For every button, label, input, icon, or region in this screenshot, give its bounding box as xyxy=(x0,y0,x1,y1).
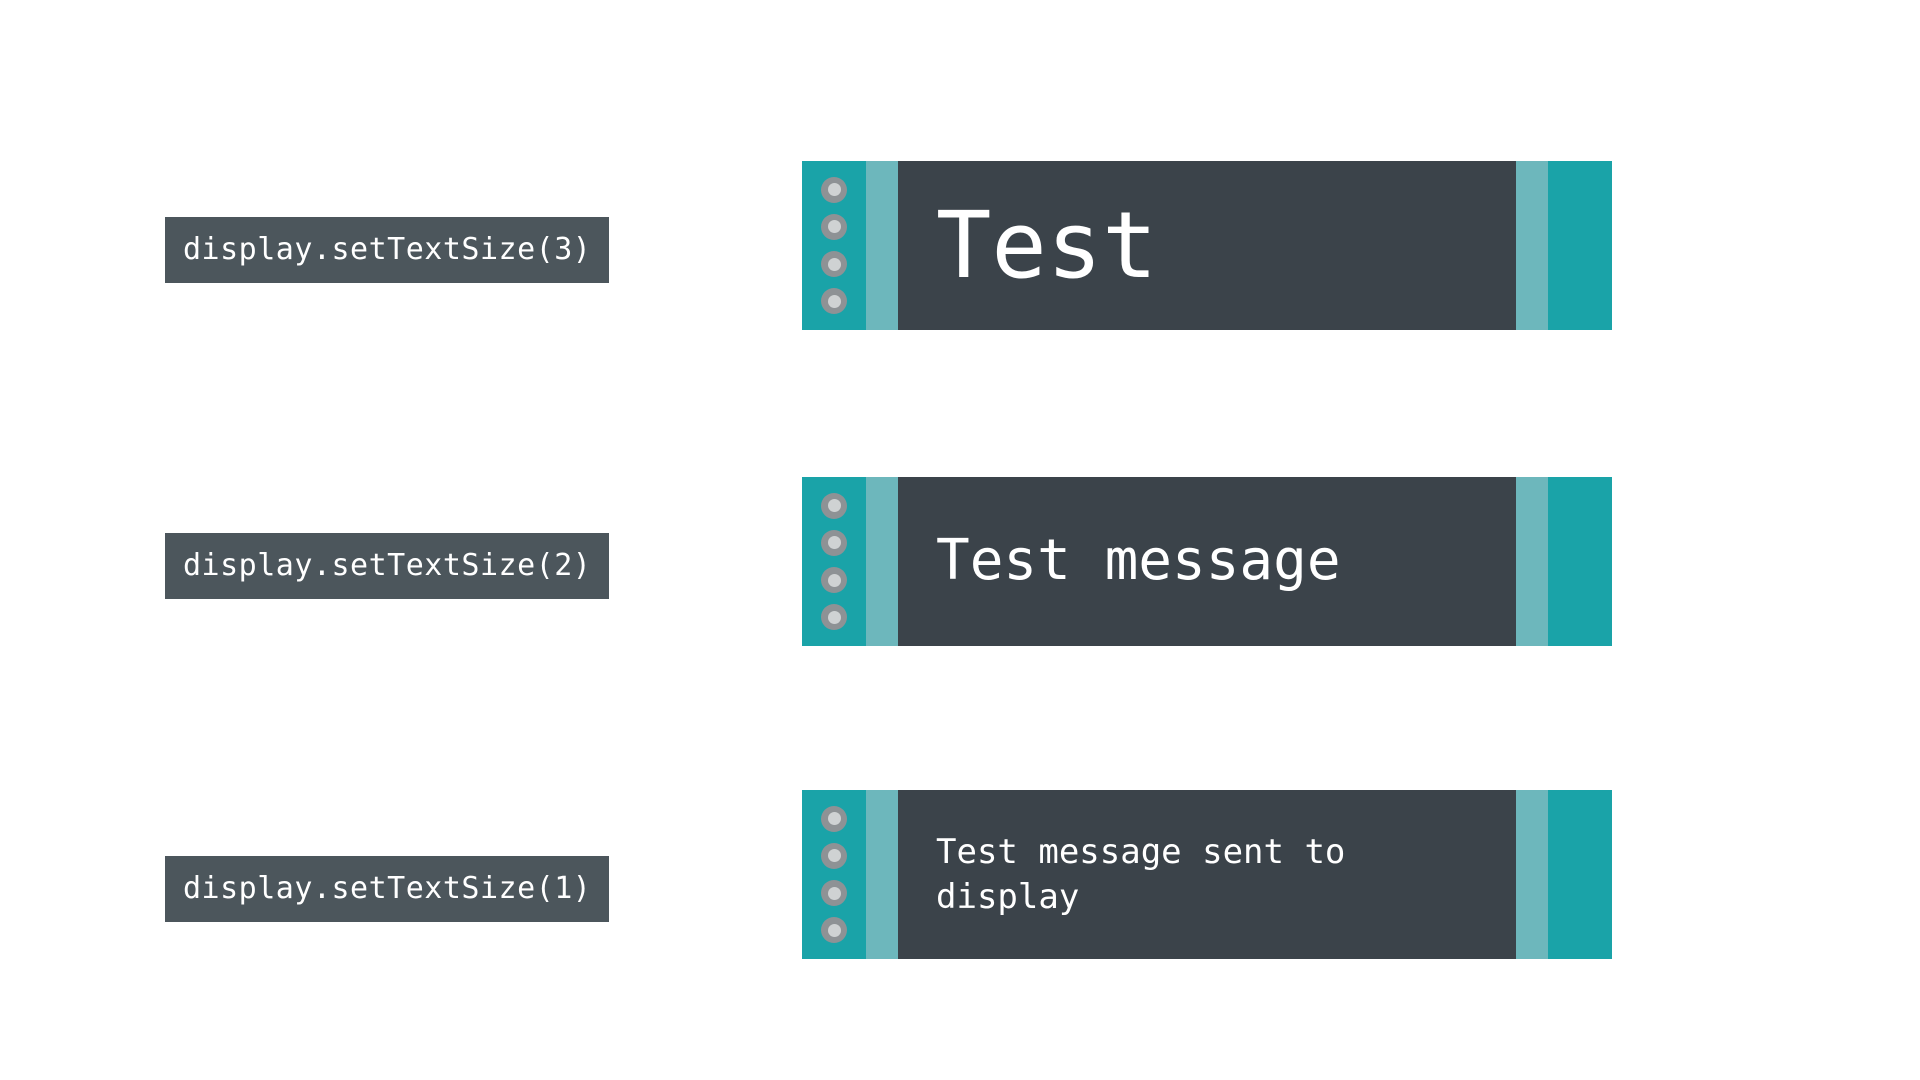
device-screen: Test xyxy=(898,161,1516,330)
mounting-pin-icon xyxy=(821,917,847,944)
device-right-band xyxy=(1516,477,1548,646)
device-right-band xyxy=(1516,790,1548,959)
mounting-pin-icon xyxy=(821,880,847,907)
mounting-pin-icon xyxy=(821,492,847,519)
oled-display-device-text-size-1: Test message sent to display xyxy=(802,790,1612,959)
code-label-text-size-2: display.setTextSize(2) xyxy=(165,533,610,599)
device-right-band xyxy=(1516,161,1548,330)
mounting-pin-icon xyxy=(821,842,847,869)
mounting-pin-icon xyxy=(821,805,847,832)
mounting-pin-icon xyxy=(821,529,847,556)
code-label-text-size-1: display.setTextSize(1) xyxy=(165,856,610,922)
screen-text: Test message sent to display xyxy=(936,832,1366,917)
device-left-edge xyxy=(802,790,866,959)
device-left-band xyxy=(866,161,898,330)
device-right-edge xyxy=(1548,790,1612,959)
device-left-edge xyxy=(802,477,866,646)
device-right-edge xyxy=(1548,161,1612,330)
oled-display-device-text-size-2: Test message xyxy=(802,477,1612,646)
mounting-pin-icon xyxy=(821,288,847,315)
oled-display-device-text-size-3: Test xyxy=(802,161,1612,330)
screen-text: Test xyxy=(936,191,1158,299)
screen-text: Test message xyxy=(936,528,1341,594)
code-label-text-size-3: display.setTextSize(3) xyxy=(165,217,610,283)
device-screen: Test message sent to display xyxy=(898,790,1516,959)
mounting-pin-icon xyxy=(821,176,847,203)
mounting-pin-icon xyxy=(821,251,847,278)
mounting-pin-icon xyxy=(821,213,847,240)
device-screen: Test message xyxy=(898,477,1516,646)
device-left-edge xyxy=(802,161,866,330)
device-right-edge xyxy=(1548,477,1612,646)
mounting-pin-icon xyxy=(821,567,847,594)
device-left-band xyxy=(866,477,898,646)
device-left-band xyxy=(866,790,898,959)
mounting-pin-icon xyxy=(821,604,847,631)
